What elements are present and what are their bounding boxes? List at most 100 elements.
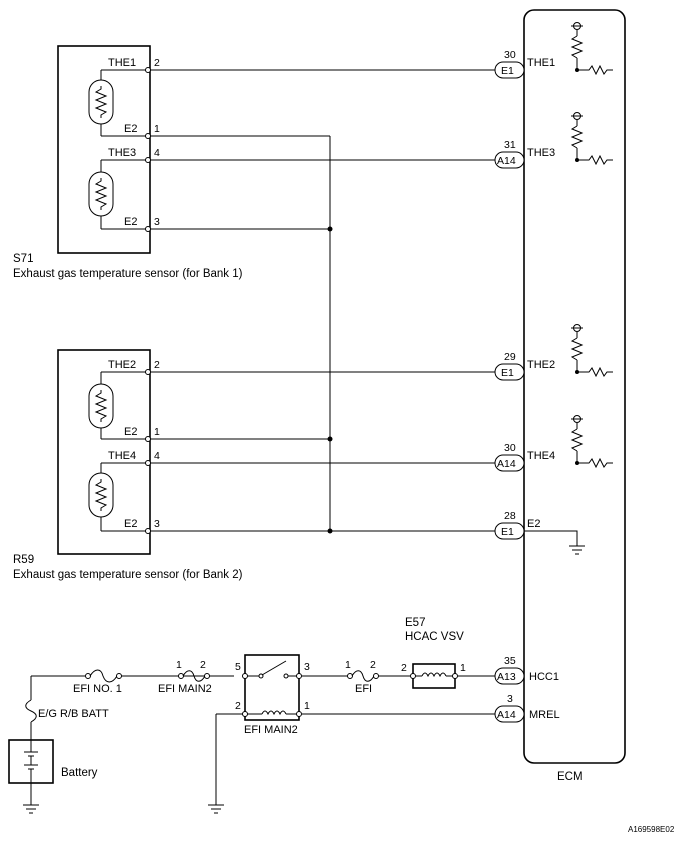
connector-tag bbox=[494, 363, 525, 381]
fuse-pin: 1 bbox=[176, 659, 182, 671]
terminal bbox=[145, 369, 151, 375]
pin-number: 1 bbox=[154, 123, 160, 135]
connector-code: A13 bbox=[497, 671, 516, 683]
relay-housing bbox=[244, 654, 300, 721]
pullup-resistor-icon bbox=[570, 112, 613, 166]
battery-label: Battery bbox=[61, 767, 98, 779]
pullup-resistor-icon bbox=[570, 415, 613, 469]
ecm-signal: THE1 bbox=[527, 57, 555, 69]
pin-name: E2 bbox=[124, 123, 137, 135]
ecm-internal-circuits bbox=[524, 22, 613, 555]
terminal bbox=[145, 67, 151, 73]
connector-tag bbox=[494, 151, 525, 169]
sensor-id: R59 bbox=[13, 554, 34, 566]
ecm-signal: THE2 bbox=[527, 359, 555, 371]
connector-code: A14 bbox=[497, 709, 516, 721]
fuse-icon bbox=[347, 670, 379, 682]
pin-name: E2 bbox=[124, 426, 137, 438]
vsv-name: HCAC VSV bbox=[405, 631, 464, 643]
pin-number: 4 bbox=[154, 450, 160, 462]
ecm-pin-number: 29 bbox=[504, 351, 516, 363]
relay-pin: 1 bbox=[304, 700, 310, 712]
pin-name: E2 bbox=[124, 518, 137, 530]
terminal bbox=[145, 528, 151, 534]
terminal bbox=[145, 157, 151, 163]
ground-icon bbox=[23, 804, 39, 814]
signal-wires bbox=[151, 69, 495, 534]
sensor-bank1: THE1 E2 THE3 E2 2 1 4 3 S71 Exhaust gas … bbox=[13, 45, 243, 280]
connector-code: E1 bbox=[501, 65, 514, 77]
vsv-pin: 1 bbox=[460, 662, 466, 674]
fuse-label: EFI NO. 1 bbox=[73, 683, 122, 695]
sensor-bank2: THE2 E2 THE4 E2 2 1 4 3 R59 Exhaust gas … bbox=[13, 349, 243, 581]
pin-number: 2 bbox=[154, 359, 160, 371]
ecm-signal: MREL bbox=[529, 709, 560, 721]
fuse-icon bbox=[85, 669, 122, 683]
pullup-resistor-icon bbox=[570, 324, 613, 378]
ecm-pin-number: 35 bbox=[504, 655, 516, 667]
pin-number: 3 bbox=[154, 518, 160, 530]
pin-name: THE4 bbox=[108, 450, 136, 462]
fusible-link-icon bbox=[25, 699, 37, 740]
pullup-resistor-icon bbox=[570, 22, 613, 76]
fuse-icon bbox=[178, 670, 210, 682]
sensor-bank1-housing bbox=[57, 45, 151, 254]
terminal bbox=[145, 133, 151, 139]
ecm-signal: THE3 bbox=[527, 147, 555, 159]
ground-icon bbox=[524, 530, 585, 555]
thermistor-icon bbox=[88, 159, 146, 230]
sensor-bank2-housing bbox=[57, 349, 151, 555]
thermistor-icon bbox=[88, 371, 146, 440]
ecm-pin-number: 31 bbox=[504, 139, 516, 151]
ecm-pin-number: 28 bbox=[504, 510, 516, 522]
vsv-solenoid-icon bbox=[410, 663, 458, 689]
pin-name: THE2 bbox=[108, 359, 136, 371]
relay-pin: 5 bbox=[235, 661, 241, 673]
connector-code: E1 bbox=[501, 367, 514, 379]
ground-icon bbox=[208, 804, 224, 814]
fuse-pin: 1 bbox=[345, 659, 351, 671]
ecm-label: ECM bbox=[557, 771, 583, 783]
ecm-pin-number: 30 bbox=[504, 442, 516, 454]
junction bbox=[327, 528, 333, 534]
junction bbox=[327, 436, 333, 442]
ecm-housing bbox=[523, 9, 626, 764]
ecm-signal: E2 bbox=[527, 518, 540, 530]
ecm-pin-number: 3 bbox=[507, 693, 513, 705]
pin-number: 3 bbox=[154, 216, 160, 228]
fuse-pin: 2 bbox=[370, 659, 376, 671]
relay-pin: 2 bbox=[235, 700, 241, 712]
vsv-id: E57 bbox=[405, 617, 425, 629]
power-circuit: EFI NO. 1 1 2 EFI MAIN2 5 3 2 bbox=[8, 617, 495, 814]
pin-name: E2 bbox=[124, 216, 137, 228]
connector-tag bbox=[494, 61, 525, 79]
pin-number: 4 bbox=[154, 147, 160, 159]
sensor-description: Exhaust gas temperature sensor (for Bank… bbox=[13, 569, 243, 581]
ecm-connectors: 30 E1 THE1 31 A14 THE3 29 E1 THE2 30 A14… bbox=[494, 49, 560, 723]
ecm-signal: HCC1 bbox=[529, 671, 559, 683]
relay-pin: 3 bbox=[304, 661, 310, 673]
terminal bbox=[145, 460, 151, 466]
connector-tag bbox=[494, 454, 525, 472]
connector-code: A14 bbox=[497, 155, 516, 167]
figure-code: A169598E02 bbox=[628, 825, 675, 834]
terminal bbox=[145, 436, 151, 442]
pin-name: THE1 bbox=[108, 57, 136, 69]
ecm-unit: ECM bbox=[523, 9, 626, 783]
fuse-pin: 2 bbox=[200, 659, 206, 671]
thermistor-icon bbox=[88, 69, 146, 137]
connector-code: A14 bbox=[497, 458, 516, 470]
connector-code: E1 bbox=[501, 526, 514, 538]
sensor-description: Exhaust gas temperature sensor (for Bank… bbox=[13, 268, 243, 280]
fuse-label: EFI bbox=[355, 683, 372, 695]
pin-number: 1 bbox=[154, 426, 160, 438]
relay-label: EFI MAIN2 bbox=[244, 724, 298, 736]
fuse-label: EFI MAIN2 bbox=[158, 683, 212, 695]
thermistor-icon bbox=[88, 462, 146, 532]
sensor-id: S71 bbox=[13, 253, 33, 265]
ecm-pin-number: 30 bbox=[504, 49, 516, 61]
pin-name: THE3 bbox=[108, 147, 136, 159]
ecm-signal: THE4 bbox=[527, 450, 555, 462]
